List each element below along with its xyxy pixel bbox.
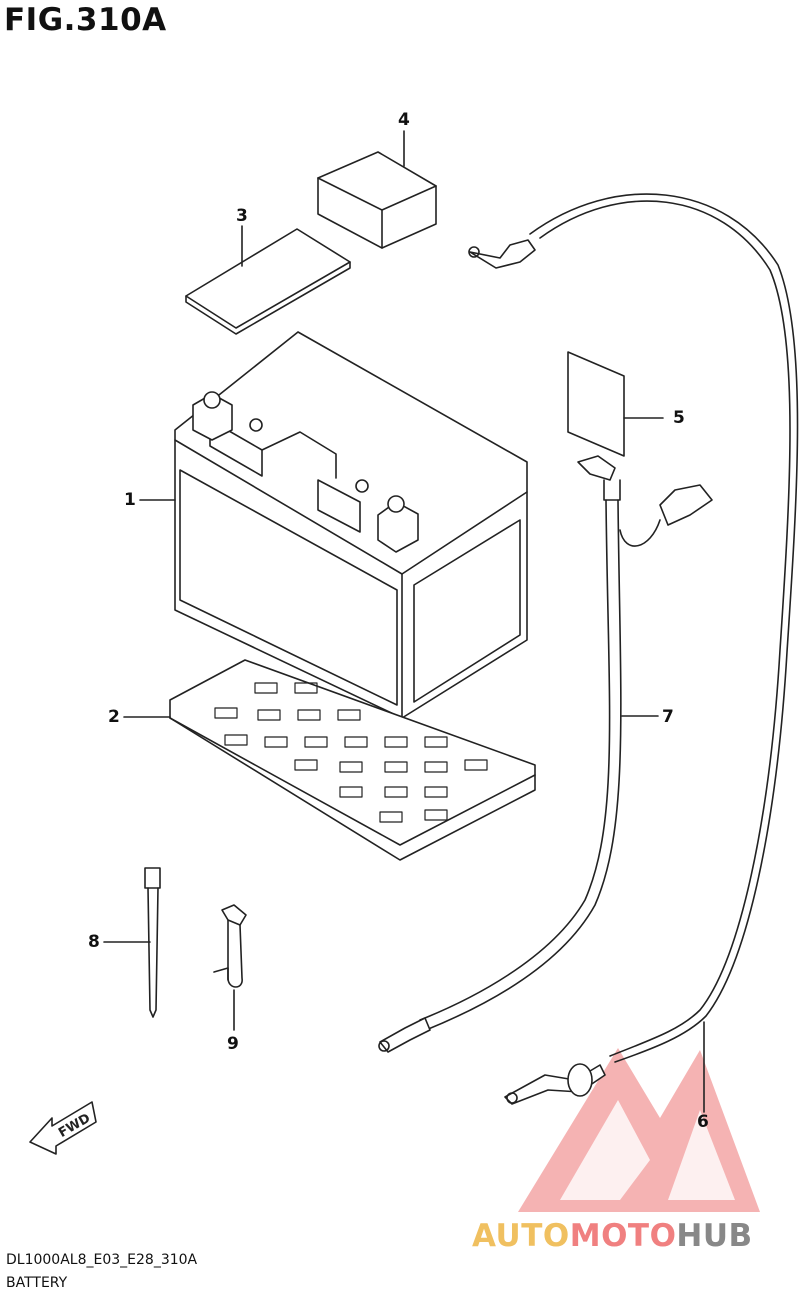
watermark-logo (518, 1048, 760, 1212)
part-9-clip (213, 904, 247, 988)
part-4-box (317, 151, 437, 249)
part-3-pad (185, 228, 351, 335)
callout-4: 4 (398, 110, 410, 130)
callout-3: 3 (236, 206, 248, 226)
part-6-negative-cable (468, 193, 799, 1105)
watermark-moto: MOTO (569, 1218, 677, 1254)
callout-8: 8 (88, 932, 100, 952)
part-7-positive-cable (378, 455, 713, 1053)
callout-7: 7 (662, 707, 674, 727)
figure-caption: BATTERY (6, 1275, 68, 1291)
callout-6: 6 (697, 1112, 709, 1132)
watermark-text: AUTOMOTOHUB (472, 1218, 753, 1254)
callout-9: 9 (227, 1034, 239, 1054)
part-1-battery (174, 331, 528, 719)
callout-1: 1 (124, 490, 136, 510)
watermark-hub: HUB (676, 1218, 753, 1254)
fwd-arrow-icon: FWD (29, 1101, 97, 1155)
part-2-tray (169, 659, 536, 861)
figure-code: DL1000AL8_E03_E28_310A (6, 1252, 198, 1268)
callout-2: 2 (108, 707, 120, 727)
part-8-cable-tie (144, 867, 161, 1018)
watermark-auto: AUTO (472, 1218, 570, 1254)
part-5-label (567, 351, 625, 457)
figure-title: FIG.310A (4, 2, 167, 38)
callout-5: 5 (673, 408, 685, 428)
